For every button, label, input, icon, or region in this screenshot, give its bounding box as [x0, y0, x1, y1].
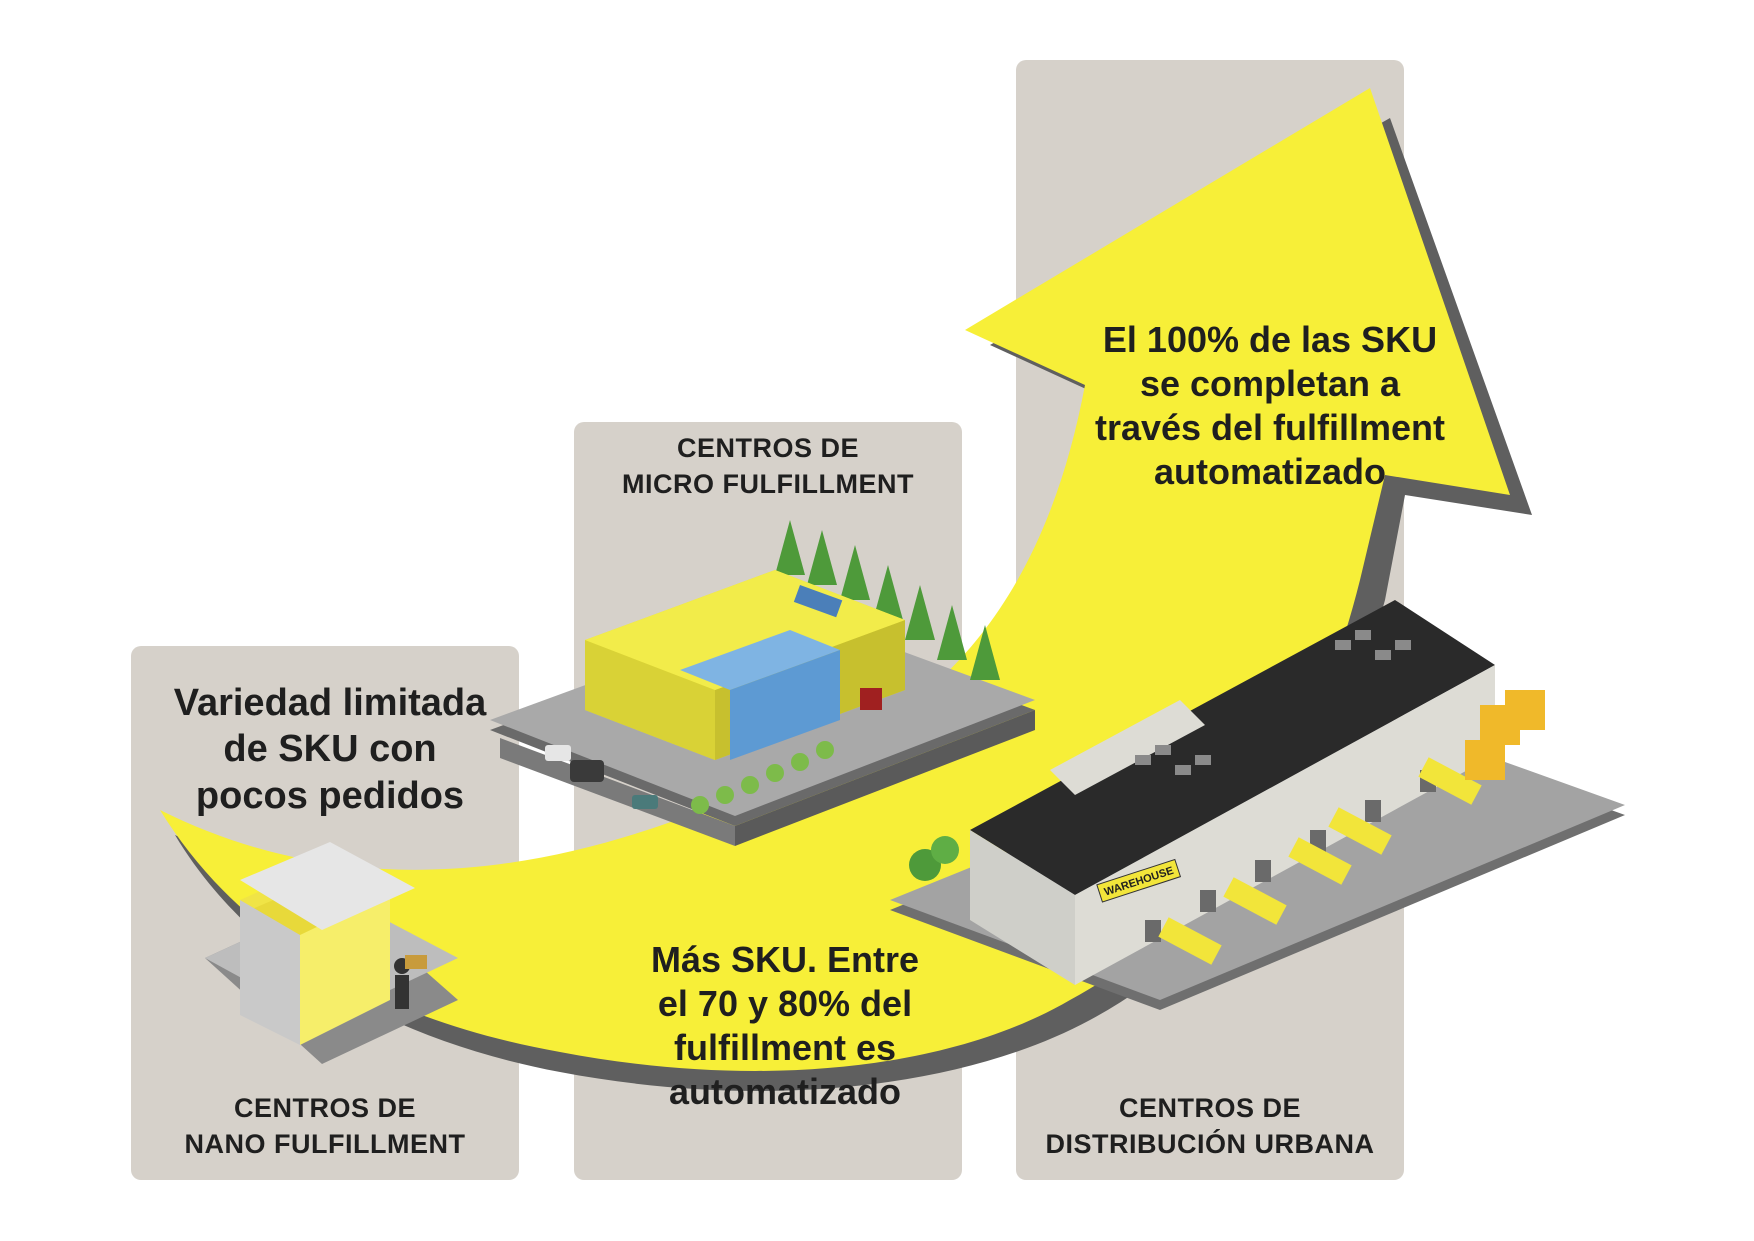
urban-center-illustration: WAREHOUSE — [890, 600, 1625, 1010]
urban-title-line-1: CENTROS DE — [1118, 1093, 1302, 1123]
micro-description-line-2: el 70 y 80% del — [657, 982, 913, 1024]
urban-title: CENTROS DE DISTRIBUCIÓN URBANA — [1016, 1090, 1404, 1163]
micro-center-illustration — [490, 520, 1035, 846]
nano-title-line-1: CENTROS DE — [233, 1093, 417, 1123]
nano-title: CENTROS DE NANO FULFILLMENT — [131, 1090, 519, 1163]
urban-description-line-4: automatizado — [1153, 450, 1386, 492]
micro-title-line-1: CENTROS DE — [676, 433, 860, 463]
nano-description-line-1: Variedad limitada — [173, 682, 487, 724]
urban-description-line-3: través del fulfillment — [1094, 406, 1446, 448]
urban-description-line-2: se completan a — [1139, 362, 1401, 404]
micro-description: Más SKU. Entre el 70 y 80% del fulfillme… — [620, 938, 950, 1114]
nano-title-line-2: NANO FULFILLMENT — [184, 1129, 466, 1160]
micro-description-line-4: automatizado — [668, 1070, 901, 1112]
micro-description-line-3: fulfillment es — [673, 1026, 897, 1068]
micro-title-line-2: MICRO FULFILLMENT — [622, 469, 914, 500]
nano-description-line-2: de SKU con — [223, 728, 437, 771]
urban-title-line-2: DISTRIBUCIÓN URBANA — [1045, 1129, 1375, 1160]
urban-description: El 100% de las SKU se completan a través… — [1060, 318, 1480, 494]
micro-description-line-1: Más SKU. Entre — [650, 939, 920, 980]
nano-center-illustration — [205, 842, 458, 1064]
nano-description: Variedad limitada de SKU con pocos pedid… — [160, 680, 500, 819]
urban-description-line-1: El 100% de las SKU — [1102, 319, 1438, 360]
nano-description-line-3: pocos pedidos — [195, 774, 465, 817]
micro-title: CENTROS DE MICRO FULFILLMENT — [574, 430, 962, 503]
